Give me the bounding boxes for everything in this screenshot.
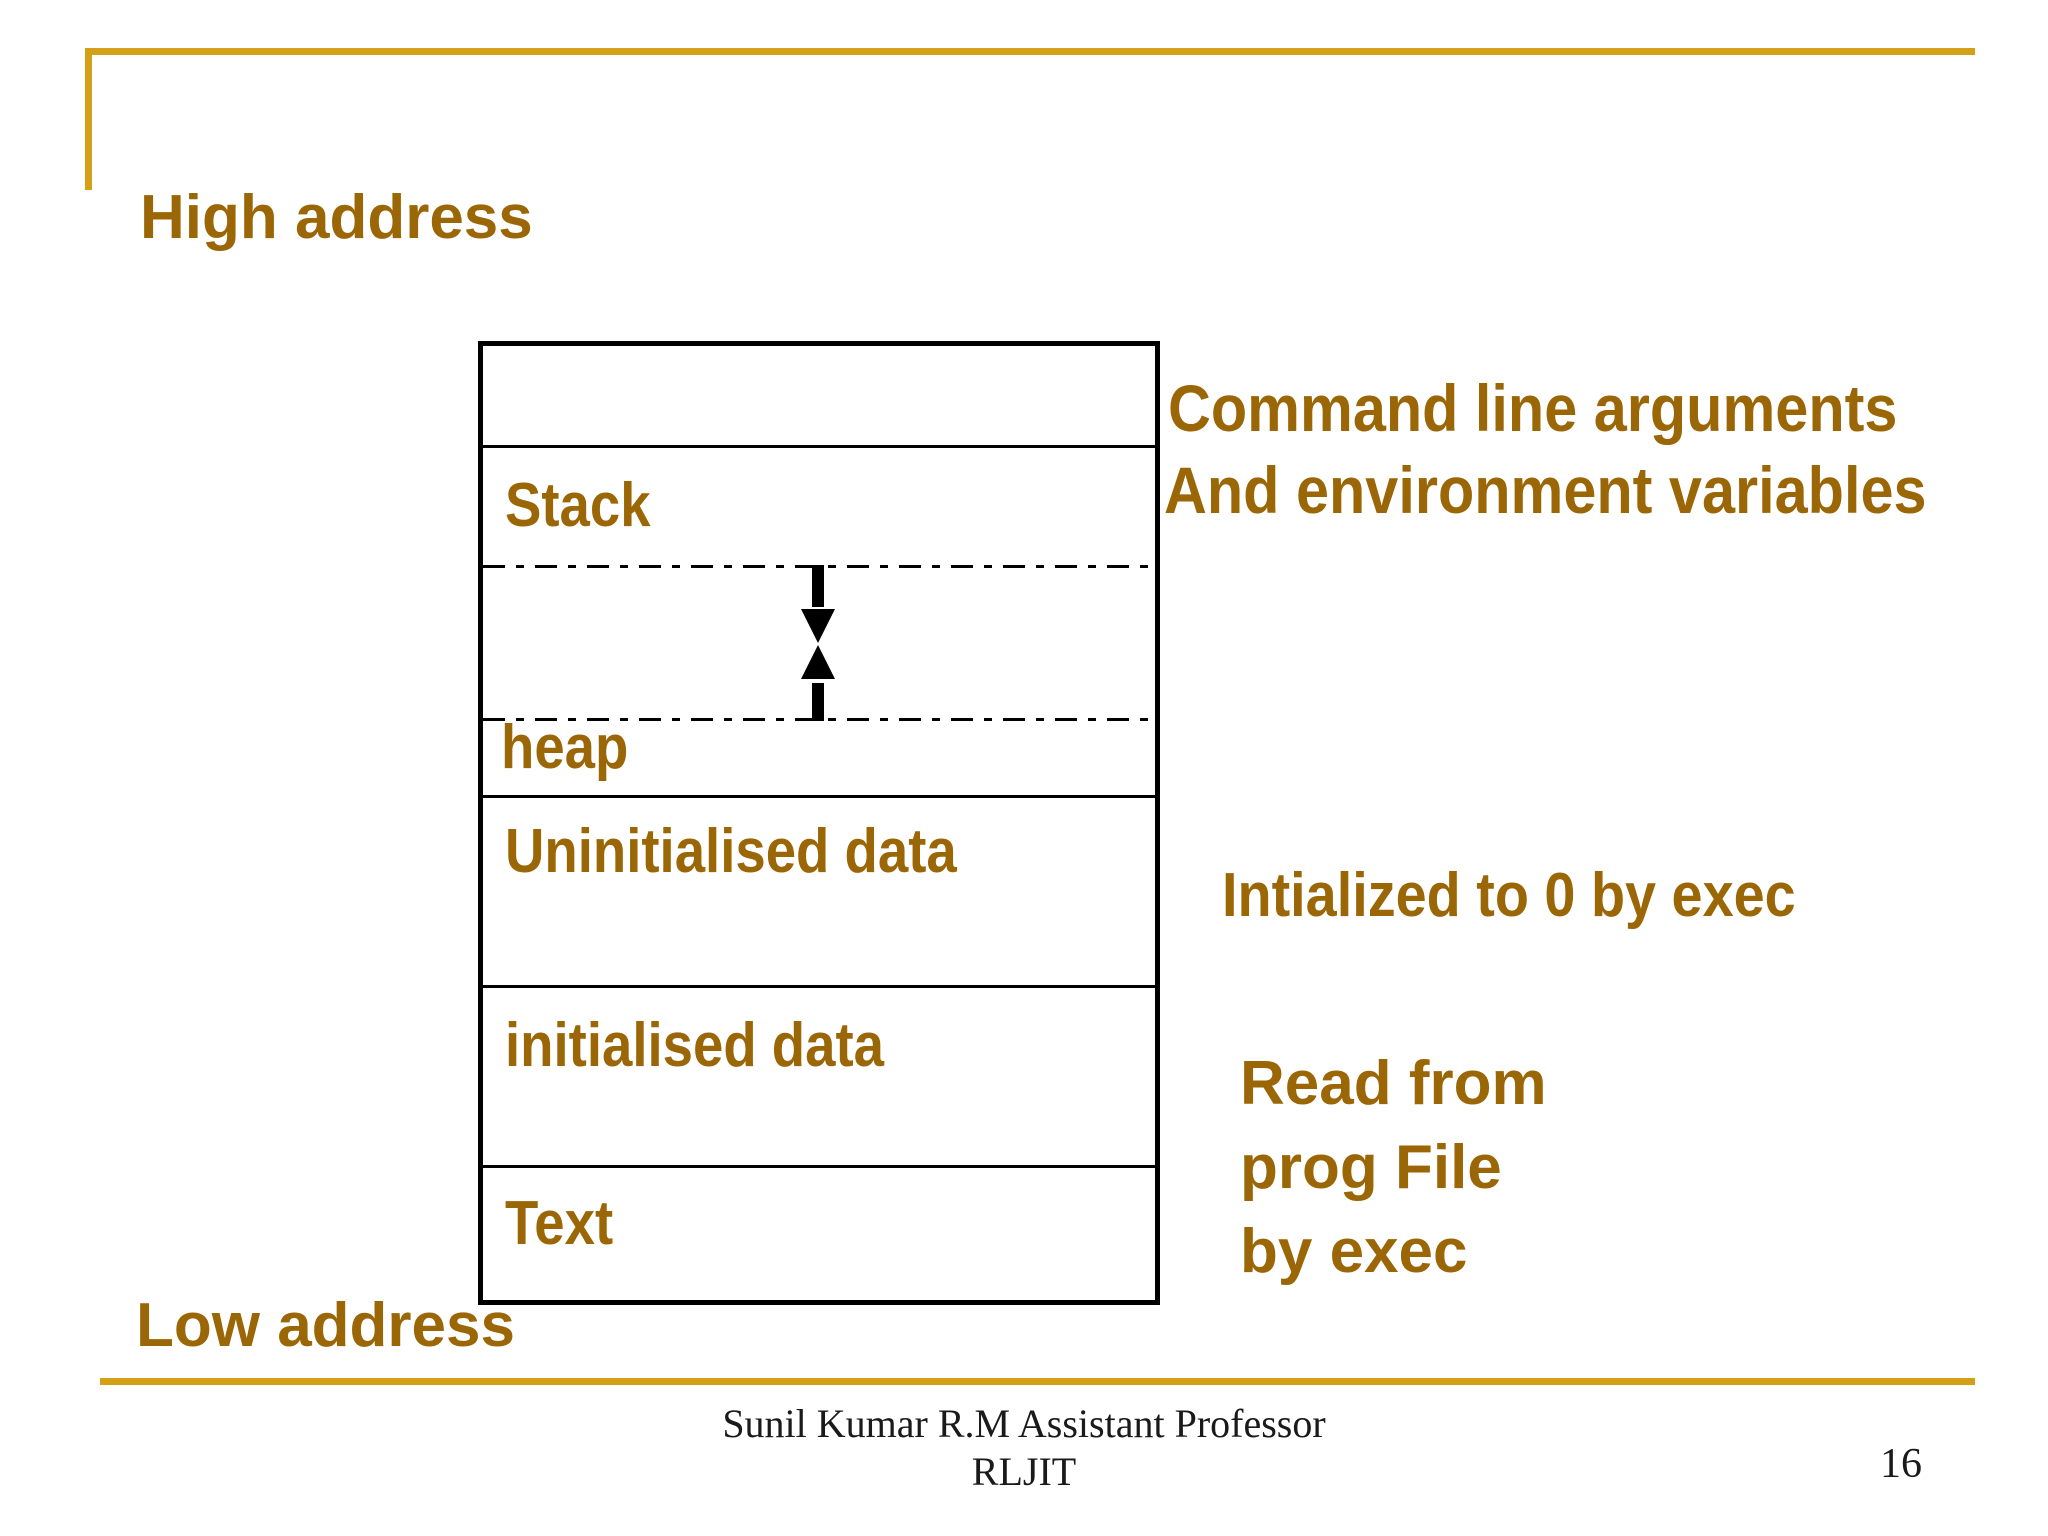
low-address-label: Low address bbox=[136, 1291, 515, 1360]
footer-credit: Sunil Kumar R.M Assistant Professor RLJI… bbox=[0, 1400, 2048, 1496]
process-memory-diagram: Stack heap Uninitialised data initialise… bbox=[478, 341, 1160, 1305]
segment-label-stack: Stack bbox=[505, 471, 651, 540]
segment-text: Text bbox=[483, 1168, 1155, 1300]
segment-label-uninitialised-data: Uninitialised data bbox=[505, 817, 957, 886]
high-address-label: High address bbox=[140, 183, 533, 252]
top-accent-rule bbox=[85, 48, 1975, 55]
footer-institution-line: RLJIT bbox=[971, 1449, 1077, 1494]
annotation-read-from-line3: by exec bbox=[1240, 1217, 1468, 1286]
stack-grows-down-arrow-stem bbox=[812, 565, 824, 607]
annotation-initialized-to-zero: Intialized to 0 by exec bbox=[1222, 861, 1796, 930]
segment-label-text: Text bbox=[505, 1189, 614, 1258]
segment-label-initialised-data: initialised data bbox=[505, 1011, 884, 1080]
slide-page-number: 16 bbox=[1880, 1441, 1922, 1487]
left-accent-rule bbox=[85, 48, 92, 190]
heap-grows-up-arrow-icon bbox=[801, 645, 835, 679]
heap-grows-up-arrow-stem bbox=[812, 683, 824, 721]
annotation-read-from-line1: Read from bbox=[1240, 1049, 1547, 1118]
stack-grows-down-arrow-icon bbox=[801, 609, 835, 643]
segment-initialised-data: initialised data bbox=[483, 988, 1155, 1168]
footer-author-line: Sunil Kumar R.M Assistant Professor bbox=[722, 1401, 1326, 1446]
segment-uninitialised-data: Uninitialised data bbox=[483, 798, 1155, 988]
annotation-environment-variables: And environment variables bbox=[1164, 453, 1927, 527]
footer-accent-rule bbox=[100, 1378, 1975, 1385]
growth-direction-arrows bbox=[801, 565, 835, 721]
segment-heap: heap bbox=[483, 713, 1155, 798]
annotation-command-line-arguments: Command line arguments bbox=[1168, 371, 1898, 445]
segment-stack: Stack bbox=[483, 448, 1155, 565]
segment-label-heap: heap bbox=[501, 713, 629, 782]
segment-command-args bbox=[483, 346, 1155, 448]
annotation-read-from-line2: prog File bbox=[1240, 1133, 1502, 1202]
